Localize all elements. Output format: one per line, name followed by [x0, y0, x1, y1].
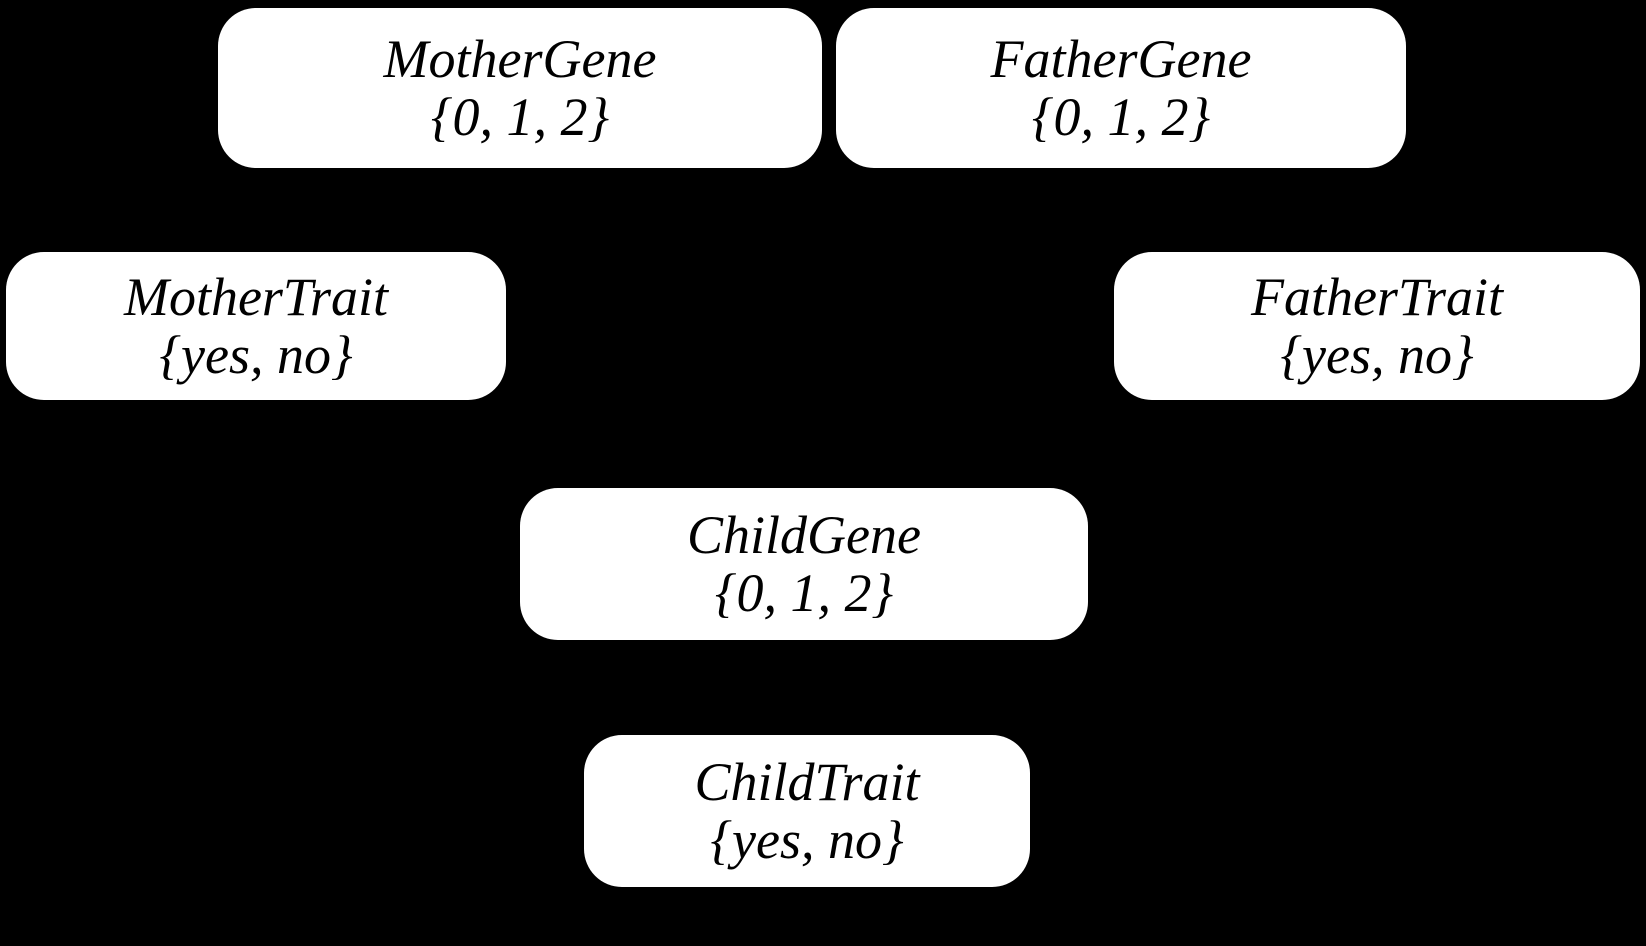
node-mother-trait-domain: {yes, no}	[159, 325, 353, 385]
node-child-trait[interactable]: ChildTrait {yes, no}	[584, 735, 1030, 887]
node-child-trait-label: ChildTrait	[694, 751, 920, 812]
node-father-gene-domain: {0, 1, 2}	[1031, 87, 1211, 147]
node-mother-trait[interactable]: MotherTrait {yes, no}	[6, 252, 506, 400]
node-father-trait-domain: {yes, no}	[1280, 325, 1474, 385]
node-child-gene-domain: {0, 1, 2}	[714, 563, 894, 623]
node-child-gene[interactable]: ChildGene {0, 1, 2}	[520, 488, 1088, 640]
node-father-gene[interactable]: FatherGene {0, 1, 2}	[836, 8, 1406, 168]
node-father-gene-label: FatherGene	[990, 28, 1252, 89]
node-father-trait[interactable]: FatherTrait {yes, no}	[1114, 252, 1640, 400]
node-mother-gene-label: MotherGene	[383, 28, 657, 89]
node-mother-gene-domain: {0, 1, 2}	[430, 87, 610, 147]
node-child-gene-label: ChildGene	[687, 504, 921, 565]
node-child-trait-domain: {yes, no}	[710, 810, 904, 870]
node-father-trait-label: FatherTrait	[1250, 266, 1504, 327]
node-mother-trait-label: MotherTrait	[123, 266, 389, 327]
node-mother-gene[interactable]: MotherGene {0, 1, 2}	[218, 8, 822, 168]
